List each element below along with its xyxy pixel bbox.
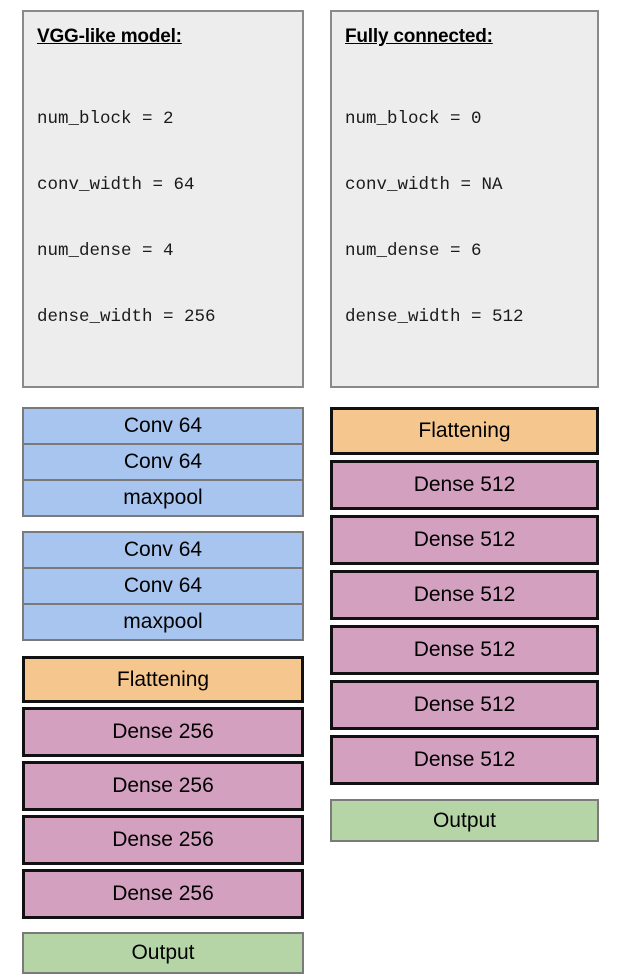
hyperparameter-line: conv_width = NA <box>345 175 503 195</box>
hyperparameter-box-vgg-like: VGG-like model: num_block = 2 conv_width… <box>22 10 304 388</box>
hyperparameter-box-fully-connected: Fully connected: num_block = 0 conv_widt… <box>330 10 599 388</box>
layer-block-dense: Dense 512 <box>330 625 599 675</box>
hyperparameter-line: dense_width = 256 <box>37 307 216 327</box>
layer-block: Conv 64 <box>22 531 304 569</box>
layer-block: maxpool <box>22 479 304 517</box>
classifier-head-vgg-like: Flattening Dense 256 Dense 256 Dense 256… <box>22 656 304 974</box>
hyperparameter-line: num_block = 0 <box>345 109 482 129</box>
layer-block-flattening: Flattening <box>22 656 304 703</box>
layer-block: maxpool <box>22 603 304 641</box>
layer-block-output: Output <box>330 799 599 842</box>
layer-block-dense: Dense 512 <box>330 735 599 785</box>
classifier-head-fully-connected: Flattening Dense 512 Dense 512 Dense 512… <box>330 407 599 842</box>
layer-block-dense: Dense 256 <box>22 869 304 919</box>
layer-block: Conv 64 <box>22 407 304 445</box>
architecture-column-fully-connected: Fully connected: num_block = 0 conv_widt… <box>330 0 599 842</box>
layer-block-dense: Dense 256 <box>22 815 304 865</box>
hyperparameter-list: num_block = 0 conv_width = NA num_dense … <box>345 64 584 372</box>
stack-spacer <box>22 641 304 656</box>
hyperparameter-line: conv_width = 64 <box>37 175 195 195</box>
hyperparameter-line: num_block = 2 <box>37 109 174 129</box>
layer-block-dense: Dense 512 <box>330 570 599 620</box>
layer-block-flattening: Flattening <box>330 407 599 455</box>
hyperparameter-line: num_dense = 4 <box>37 241 174 261</box>
hyperparameter-line: dense_width = 512 <box>345 307 524 327</box>
layer-block-dense: Dense 512 <box>330 460 599 510</box>
hyperparameter-list: num_block = 2 conv_width = 64 num_dense … <box>37 64 289 372</box>
architecture-column-vgg-like: VGG-like model: num_block = 2 conv_width… <box>22 0 304 974</box>
layer-stack-fully-connected: Flattening Dense 512 Dense 512 Dense 512… <box>330 407 599 842</box>
layer-stack-vgg-like: Conv 64 Conv 64 maxpool Conv 64 Conv 64 … <box>22 407 304 974</box>
conv-block-2: Conv 64 Conv 64 maxpool <box>22 531 304 641</box>
layer-block-output: Output <box>22 932 304 974</box>
layer-block: Conv 64 <box>22 443 304 481</box>
hyperparameter-box-title: VGG-like model: <box>37 26 182 47</box>
hyperparameter-line: num_dense = 6 <box>345 241 482 261</box>
layer-block-dense: Dense 512 <box>330 680 599 730</box>
layer-block: Conv 64 <box>22 567 304 605</box>
hyperparameter-box-title: Fully connected: <box>345 26 493 47</box>
layer-block-dense: Dense 256 <box>22 761 304 811</box>
conv-block-1: Conv 64 Conv 64 maxpool <box>22 407 304 517</box>
layer-block-dense: Dense 512 <box>330 515 599 565</box>
layer-block-dense: Dense 256 <box>22 707 304 757</box>
